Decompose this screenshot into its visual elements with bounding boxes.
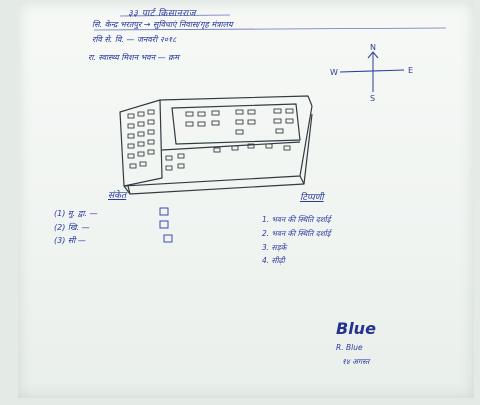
signature-mark: Blue bbox=[336, 319, 376, 338]
compass-east-label: E bbox=[408, 66, 413, 75]
paper-page bbox=[18, 2, 474, 398]
building-outline bbox=[119, 95, 313, 195]
note-item: 3. सड़कें bbox=[262, 243, 287, 252]
legend-item: (1) मु. द्वा. — bbox=[54, 209, 98, 218]
notes-heading: टिप्पणी bbox=[300, 193, 324, 203]
note-item: 1. भवन की स्थिति दर्शाई bbox=[262, 215, 331, 224]
right-block-windows bbox=[185, 108, 294, 135]
legend-heading: संकेत bbox=[108, 191, 127, 201]
note-item: 4. सीढ़ी bbox=[262, 256, 285, 265]
compass-north-label: N bbox=[370, 43, 376, 52]
legend-item: (3) सी — bbox=[54, 236, 86, 245]
signature-date: १४ अगस्त bbox=[342, 357, 370, 366]
note-item: 2. भवन की स्थिति दर्शाई bbox=[262, 229, 331, 238]
header-line-3: रवि से. वि. — जनवरी २०१८ bbox=[92, 35, 177, 44]
compass-south-label: S bbox=[370, 94, 375, 103]
compass-icon bbox=[339, 51, 405, 92]
compass-west-label: W bbox=[330, 68, 338, 77]
header-line-4: रा. स्वास्थ्य मिशन भवन — क्रम bbox=[88, 53, 180, 62]
ground-floor-windows bbox=[165, 143, 291, 171]
legend-item: (2) खि. — bbox=[54, 223, 90, 232]
header-line-1: ३३ पार्ट किसानराज bbox=[128, 9, 196, 19]
header-line-2: सि. केन्द्र भरतपुर → सुविधाएं निवास/गृह … bbox=[92, 20, 233, 29]
header-underlines bbox=[93, 14, 447, 31]
signature-name: R. Blue bbox=[336, 343, 363, 352]
legend-symbols bbox=[159, 207, 173, 243]
left-block-windows bbox=[127, 109, 155, 169]
